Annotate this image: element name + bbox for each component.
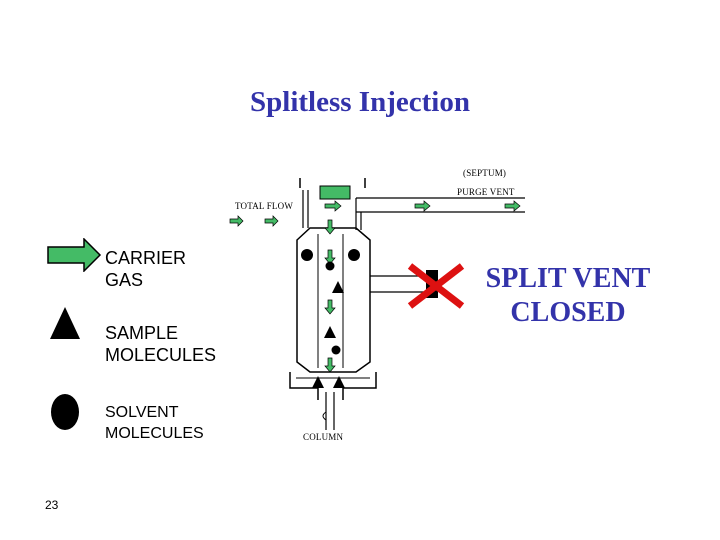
legend-carrier-gas-line2: GAS: [105, 270, 144, 290]
flow-arrows: [229, 200, 521, 373]
purge-vent-label: PURGE VENT: [457, 187, 515, 197]
split-vent-status: SPLIT VENT CLOSED: [468, 262, 668, 330]
split-vent-status-line1: SPLIT VENT: [485, 263, 651, 294]
total-flow-label: TOTAL FLOW: [235, 201, 294, 211]
slide-title: Splitless Injection: [250, 86, 470, 118]
split-vent-status-line2: CLOSED: [510, 297, 626, 328]
legend-carrier-gas-line1: CARRIER: [105, 248, 187, 268]
legend-solvent-molecules: SOLVENT MOLECULES: [105, 402, 204, 444]
injector-diagram: [229, 178, 525, 430]
legend-solvent-line1: SOLVENT: [105, 404, 179, 421]
solvent-molecule-dots: [301, 249, 360, 355]
closed-x-icon: [407, 263, 465, 309]
solvent-dot-icon: [51, 394, 79, 430]
legend-sample-line2: MOLECULES: [105, 345, 217, 365]
legend-carrier-gas: CARRIER GAS: [105, 247, 186, 291]
sample-triangle-icon: [50, 307, 80, 339]
septum-label: (SEPTUM): [463, 168, 507, 178]
septum-block: [319, 185, 351, 200]
legend-sample-line1: SAMPLE: [105, 323, 179, 343]
legend-sample-molecules: SAMPLE MOLECULES: [105, 322, 216, 366]
sample-molecule-triangles: [312, 281, 345, 388]
page-number: 23: [45, 498, 59, 512]
legend-solvent-line2: MOLECULES: [105, 425, 204, 442]
column-label: COLUMN: [303, 432, 344, 442]
carrier-gas-arrow-icon: [47, 238, 102, 272]
